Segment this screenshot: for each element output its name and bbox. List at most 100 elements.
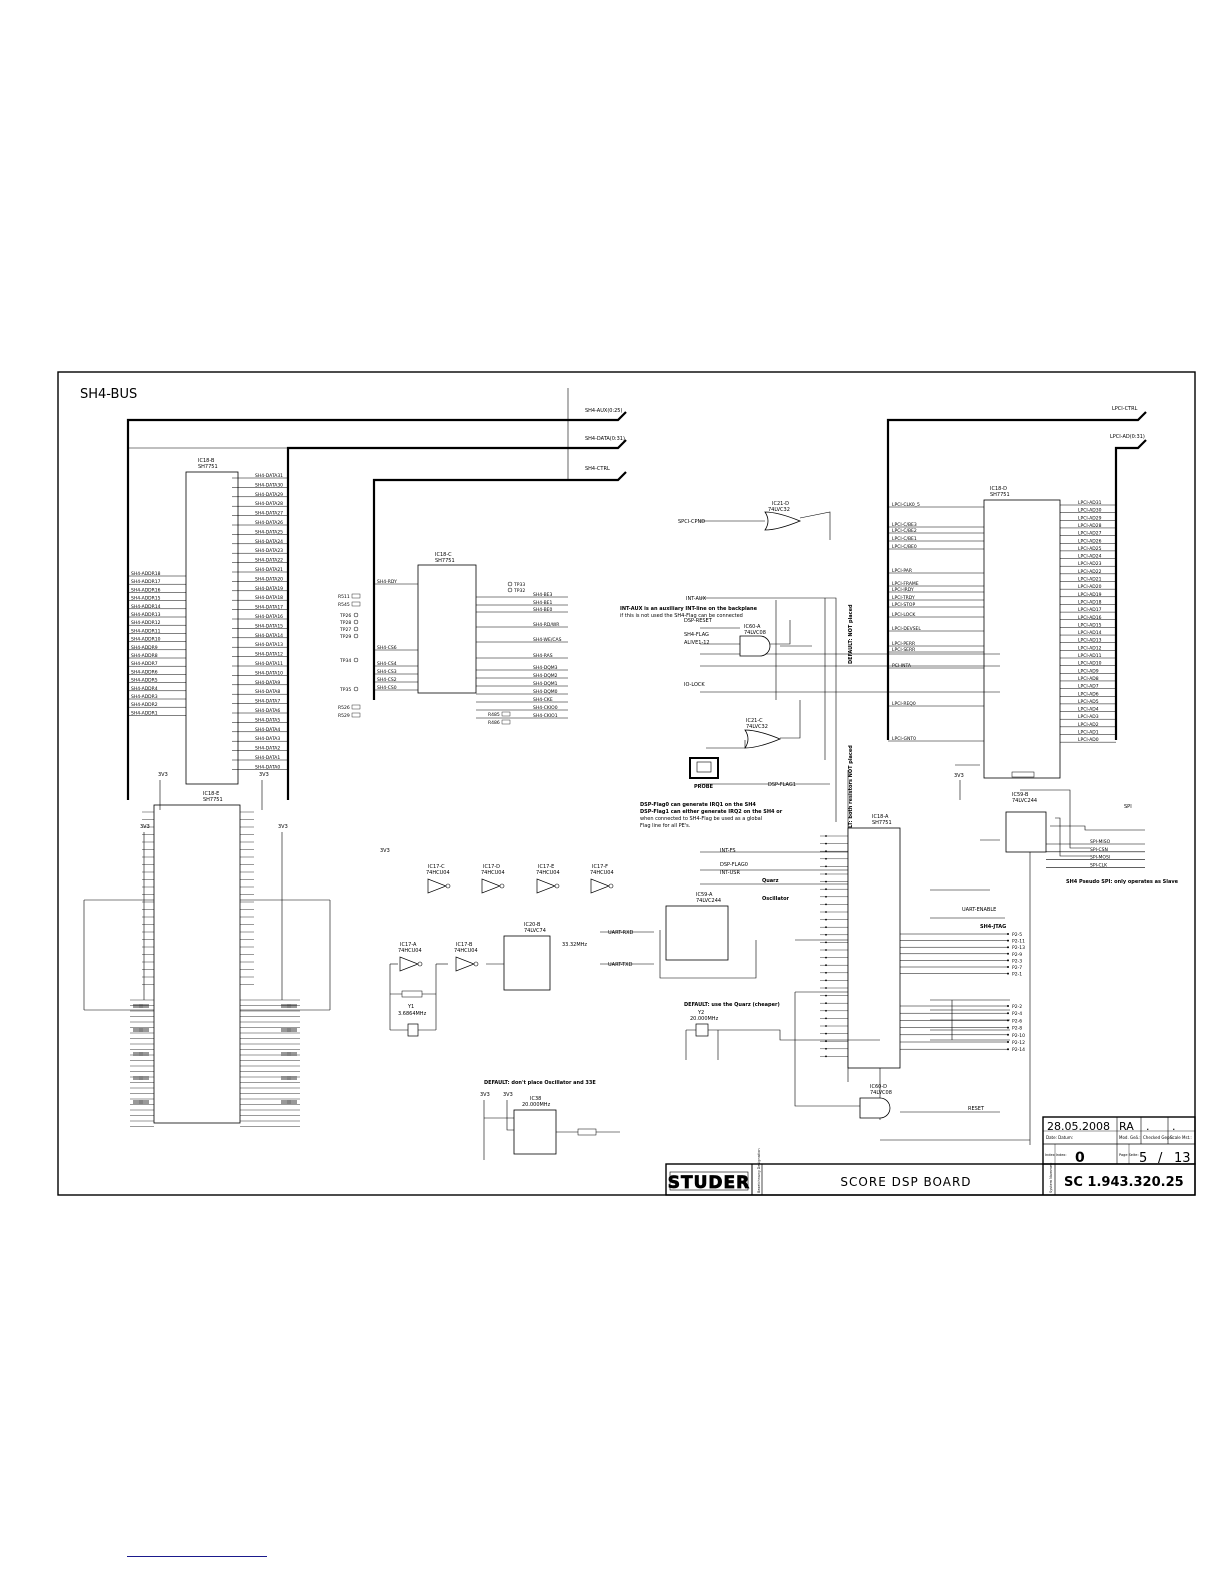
note-quarz-osc-b: Oscillator [762, 896, 790, 902]
resistor-r95 [401, 990, 423, 998]
chip-ic17c-ref: IC17-C [428, 864, 445, 870]
ctrl-right-label: SH4-RD/WR [533, 622, 559, 628]
testpoint-marker [353, 633, 359, 639]
chip-ic18e-ref: IC18-E [203, 791, 219, 797]
ctrl-left-label: SH4-CS2 [377, 677, 397, 683]
sig-uart-enable: UART-ENABLE [962, 907, 996, 913]
addr-net-label: SH4-ADDR11 [131, 628, 161, 634]
ic18a-pin-dot [825, 918, 827, 921]
pci-left-label: LPCI-REQ0 [892, 701, 916, 707]
power-decoupling-block [83, 780, 331, 1127]
tb-index-label: Index Index: [1045, 1153, 1067, 1157]
pci-right-label: LPCI-AD23 [1078, 561, 1102, 567]
testpoint-label: TP32 [513, 588, 525, 594]
jtag-net-label: P2-8 [1012, 1026, 1022, 1032]
pci-right-label: LPCI-AD8 [1078, 676, 1099, 682]
ic18a-pin-dot [825, 1047, 827, 1050]
resistor-label: R529 [338, 713, 350, 719]
resistor-body [351, 704, 361, 710]
pci-left-label: LPCI-C/BE0 [892, 544, 917, 550]
gate-ic60d [859, 1097, 891, 1119]
ctrl-right-label: SH4-DQM0 [533, 689, 558, 695]
rail-label-8: 3V3 [954, 773, 964, 779]
chip-ic18d [983, 499, 1061, 779]
resistor-label: R526 [338, 705, 350, 711]
chip-ic18c [417, 564, 477, 694]
pci-right-label: LPCI-AD17 [1078, 607, 1102, 613]
bus-label-lpci-ctrl: LPCI-CTRL [1112, 406, 1138, 412]
testpoint-marker [507, 581, 513, 587]
spi-net-label: SPI-MOSI [1090, 855, 1110, 861]
tb-designation-label: Bezeichnung Designation [757, 1148, 761, 1193]
chip-ic17b-part: 74HCU04 [454, 948, 478, 954]
note-dsp-flag-2: DSP-Flag1 can either generate IRQ2 on th… [640, 809, 783, 815]
jtag-connector-dot [1007, 972, 1009, 975]
chip-ic17f-part: 74HCU04 [590, 870, 614, 876]
inverter-triangle [590, 878, 610, 894]
pci-right-label: LPCI-AD3 [1078, 714, 1099, 720]
inverter-gates [399, 878, 614, 972]
jtag-net-label: P2-1 [1012, 972, 1022, 978]
spi-note: SH4 Pseudo SPI: only operates as Slave [1066, 879, 1179, 885]
pci-bus-lines [886, 411, 1147, 740]
inverter-triangle [536, 878, 556, 894]
chip-ic18a [847, 827, 901, 1069]
gate-ic21c [744, 729, 782, 749]
jtag-net-label: P2-3 [1012, 958, 1022, 964]
bus-label-lpci-ad: LPCI-AD(0:31) [1110, 434, 1145, 440]
jtag-net-label: P2-6 [1012, 1018, 1022, 1024]
chip-ic17a-ref: IC17-A [400, 942, 417, 948]
data-net-label: SH4-DATA10 [255, 670, 283, 676]
inverter-bubble [417, 961, 423, 967]
pci-right-nets: LPCI-AD31LPCI-AD30LPCI-AD29LPCI-AD28LPCI… [1060, 500, 1116, 743]
chip-ic21c-ref: IC21-C [746, 718, 763, 724]
bus-label-sh4-data: SH4-DATA(0:31) [585, 436, 625, 442]
ctrl-left-label: SH4-RDY [377, 579, 397, 585]
ic18a-pin-dot [825, 903, 827, 906]
resistor-label: R485 [488, 712, 500, 718]
data-net-label: SH4-DATA28 [255, 501, 283, 507]
left-bus-lines [126, 411, 627, 800]
data-net-label: SH4-DATA2 [255, 746, 280, 752]
title-block [665, 1116, 1196, 1196]
ic18a-pin-dot [825, 835, 827, 837]
chip-ic18e [153, 804, 241, 1124]
ctrl-right-label: SH4-BE1 [533, 600, 552, 606]
data-net-label: SH4-DATA1 [255, 755, 280, 761]
chip-ic18b-left-part: SH7751 [198, 464, 218, 470]
pci-right-label: LPCI-AD1 [1078, 730, 1099, 736]
sheet-title: SH4-BUS [80, 387, 137, 402]
pci-left-label: LPCI-STOP [892, 602, 915, 608]
ic18a-pin-dot [825, 888, 827, 891]
ctrl-right-label: SH4-BE3 [533, 592, 552, 598]
pci-left-label: LPCI-IRDY [892, 587, 914, 593]
ic18a-pin-dot [825, 873, 827, 875]
jtag-connector-dot [1007, 966, 1009, 968]
data-net-label: SH4-DATA16 [255, 614, 283, 620]
pci-right-label: LPCI-AD18 [1078, 599, 1102, 605]
note-quarz: DEFAULT: use the Quarz (cheaper) [684, 1002, 780, 1008]
sig-dsp-flag0: DSP-FLAG0 [720, 862, 748, 868]
ic18a-pin-stubs [820, 835, 848, 1058]
data-net-label: SH4-DATA20 [255, 576, 283, 582]
sig-int-fs: INT-FS [720, 848, 736, 854]
jtag-net-label: P2-4 [1012, 1011, 1022, 1017]
pci-right-label: LPCI-AD11 [1078, 653, 1102, 659]
crystal-y2-wires [685, 1029, 880, 1060]
addr-net-label: SH4-ADDR2 [131, 702, 158, 708]
note-oscillator: DEFAULT: don't place Oscillator and 33E [484, 1080, 596, 1086]
addr-net-label: SH4-ADDR1 [131, 710, 158, 716]
data-net-rows: SH4-DATA31SH4-DATA30SH4-DATA29SH4-DATA28… [232, 473, 288, 770]
testpoint-label: TP33 [513, 582, 525, 588]
jtag-net-label: P2-12 [1012, 1040, 1025, 1046]
testpoint-label: TP29 [339, 634, 351, 640]
sig-spci-cpnd: SPCI-CPND [678, 519, 705, 525]
ctrl-right-label: SH4-CKE [533, 697, 553, 703]
spi-net-label: SPI-MISO [1090, 839, 1111, 845]
ic18a-pin-dot [825, 933, 827, 936]
pci-left-label: LPCI-SERR [892, 647, 915, 653]
data-net-label: SH4-DATA18 [255, 595, 283, 601]
resistor-body [501, 711, 511, 717]
